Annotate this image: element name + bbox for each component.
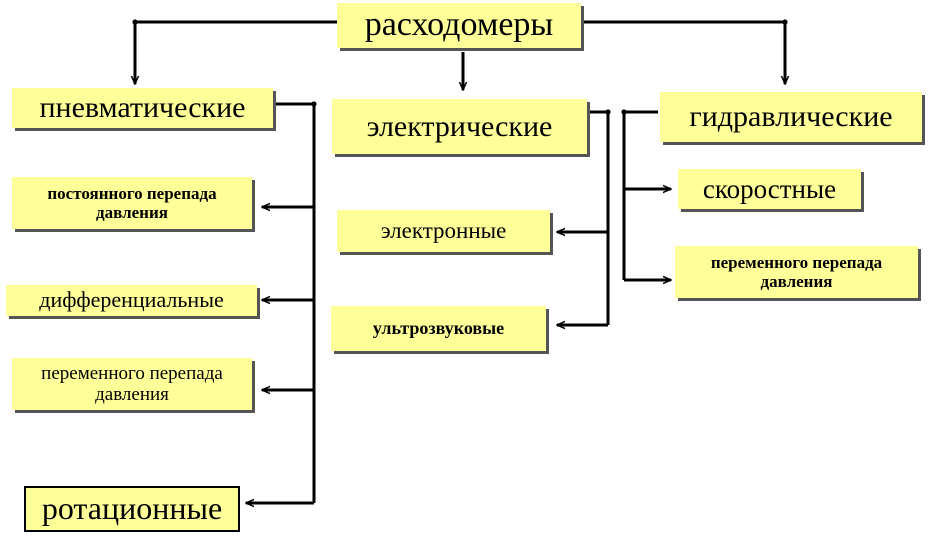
root-label: расходомеры xyxy=(364,6,554,44)
root-node: расходомеры xyxy=(337,3,581,48)
rotary-node: ротационные xyxy=(24,486,240,532)
variable-drop-hydraulic-label: переменного перепада давления xyxy=(710,252,883,291)
hydraulic-node: гидравлические xyxy=(660,92,922,142)
electric-label: электрические xyxy=(366,109,553,143)
constant-drop-label: постоянного перепада давления xyxy=(47,183,217,222)
connector-hydraulic-trunk xyxy=(622,110,658,280)
ultrasonic-node: ультрозвуковые xyxy=(331,306,546,351)
rotary-label: ротационные xyxy=(41,490,223,527)
differential-node: дифференциальные xyxy=(6,285,257,316)
electric-node: электрические xyxy=(332,99,587,154)
variable-drop-pneumatic-node: переменного перепада давления xyxy=(12,358,252,410)
ultrasonic-label: ультрозвуковые xyxy=(372,318,505,339)
pneumatic-node: пневматические xyxy=(12,88,273,128)
electronic-node: электронные xyxy=(337,210,550,252)
connector-root-pneumatic xyxy=(135,20,337,84)
differential-label: дифференциальные xyxy=(39,287,224,313)
connector-pneumatic-trunk xyxy=(273,102,316,503)
hydraulic-label: гидравлические xyxy=(689,100,893,134)
connector-root-hydraulic xyxy=(581,20,785,84)
velocity-label: скоростные xyxy=(702,173,837,204)
constant-drop-node: постоянного перепада давления xyxy=(12,177,252,229)
pneumatic-label: пневматические xyxy=(39,91,246,125)
electronic-label: электронные xyxy=(380,218,507,244)
velocity-node: скоростные xyxy=(678,169,861,209)
connector-electric-trunk xyxy=(589,110,610,325)
variable-drop-pneumatic-label: переменного перепада давления xyxy=(41,362,223,405)
variable-drop-hydraulic-node: переменного перепада давления xyxy=(675,246,918,298)
